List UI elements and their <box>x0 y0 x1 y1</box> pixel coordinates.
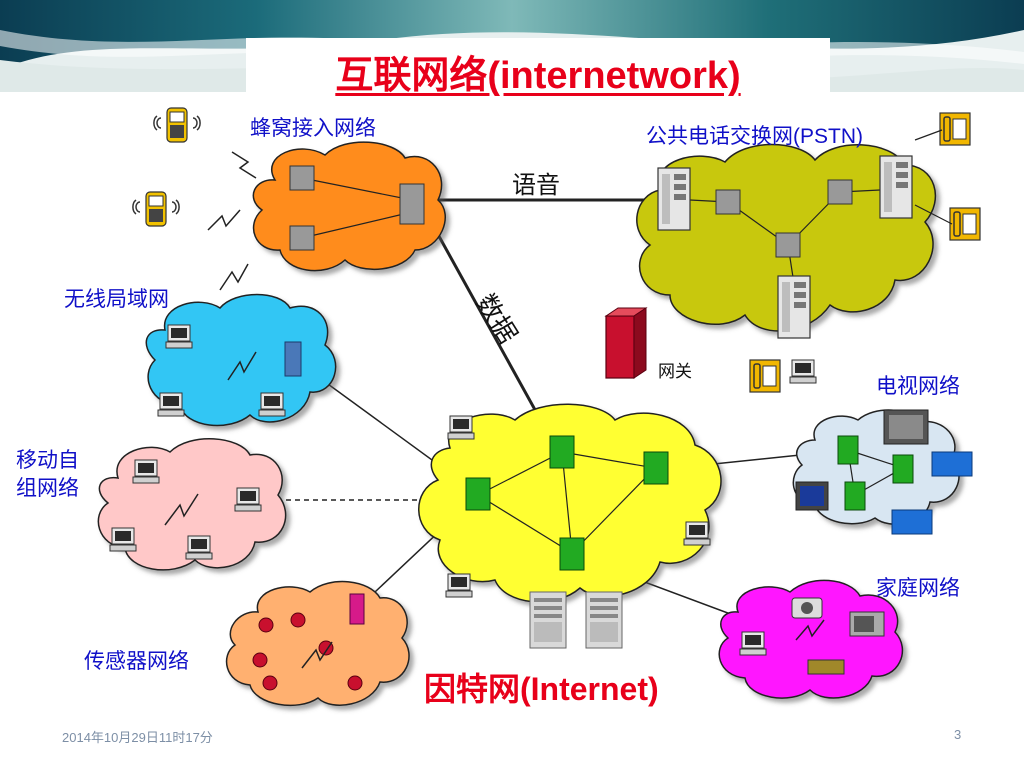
computer-icon <box>789 359 817 384</box>
computer-icon <box>258 392 286 417</box>
telephone-switch-icon <box>657 167 691 231</box>
mobile-phone-icon <box>132 191 180 227</box>
cellular-network-label: 蜂窝接入网络 <box>250 117 376 140</box>
wlan-label: 无线局域网 <box>64 288 169 311</box>
computer-icon <box>109 527 137 552</box>
home-network-cloud <box>718 579 904 699</box>
camera-icon <box>791 597 823 619</box>
server-icon <box>585 591 623 649</box>
computer-icon <box>132 459 160 484</box>
television-icon <box>883 409 929 445</box>
computer-icon <box>157 392 185 417</box>
internet-label: 因特网(Internet) <box>424 671 659 707</box>
wlan-cloud <box>145 293 337 427</box>
sensor-network-cloud <box>225 580 410 706</box>
pstn-label: 公共电话交换网(PSTN) <box>646 125 863 148</box>
access-point-icon <box>284 341 302 377</box>
desk-telephone-icon <box>949 207 981 241</box>
tv-network-label: 电视网络 <box>876 375 960 398</box>
mobile-phone-icon <box>153 107 201 143</box>
wireless-link-icon <box>301 641 333 669</box>
television-icon <box>795 481 829 511</box>
microwave-icon <box>849 611 885 637</box>
set-top-box-icon <box>807 659 845 675</box>
wireless-link-icon <box>231 151 257 179</box>
desk-telephone-icon <box>749 359 781 393</box>
wireless-link-icon <box>219 263 249 291</box>
wireless-link-icon <box>795 619 825 641</box>
computer-icon <box>683 521 711 546</box>
wireless-link-icon <box>164 493 199 526</box>
wireless-link-icon <box>227 351 257 381</box>
computer-icon <box>185 535 213 560</box>
sensor-sink-icon <box>349 593 365 625</box>
computer-icon <box>447 415 475 440</box>
title-backdrop <box>246 38 830 96</box>
pstn-cloud <box>636 143 936 332</box>
manet-label-line2: 组网络 <box>16 477 79 500</box>
internet-cloud <box>418 403 722 603</box>
telephone-switch-icon <box>777 275 811 339</box>
gateway-label: 网关 <box>658 362 692 382</box>
cellular-network-cloud <box>252 141 446 272</box>
wireless-link-icon <box>207 209 241 231</box>
footer-date: 2014年10月29日11时17分 <box>62 730 213 745</box>
gateway-server-icon <box>604 307 648 379</box>
computer-icon <box>234 487 262 512</box>
sensor-node-icon <box>252 612 363 691</box>
sensor-network-label: 传感器网络 <box>84 650 189 673</box>
computer-icon <box>165 324 193 349</box>
telephone-switch-icon <box>879 155 913 219</box>
voice-label: 语音 <box>512 171 560 199</box>
slide-title: 互联网络(internetwork) <box>335 55 741 97</box>
manet-label-line1: 移动自 <box>16 449 79 472</box>
flat-screen-icon <box>891 451 973 535</box>
desk-telephone-icon <box>939 112 971 146</box>
home-network-label: 家庭网络 <box>876 577 960 600</box>
server-icon <box>529 591 567 649</box>
computer-icon <box>739 631 767 656</box>
page-number: 3 <box>954 727 962 742</box>
computer-icon <box>445 573 473 598</box>
